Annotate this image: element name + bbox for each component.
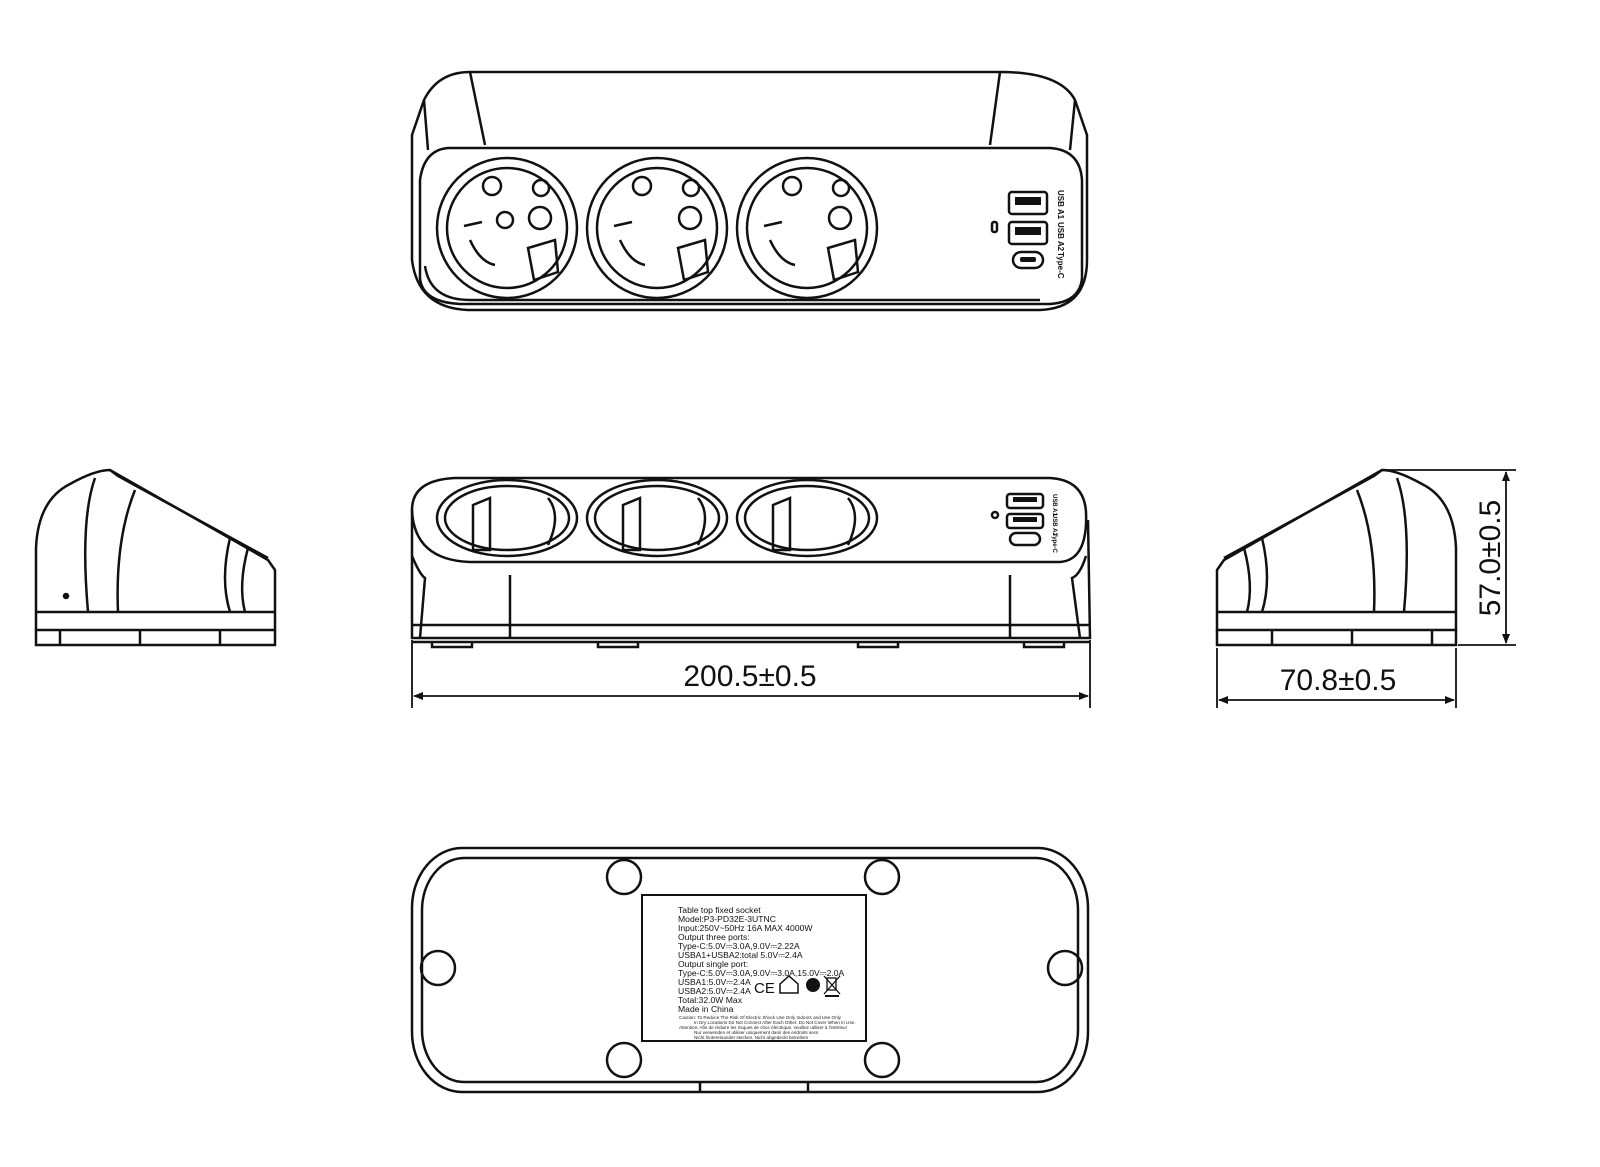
- foot-bottom-right: [863, 1041, 901, 1079]
- socket-3: [735, 156, 879, 300]
- foot-right: [1046, 949, 1084, 987]
- foot-left: [419, 949, 457, 987]
- rating-line: Type-C:5.0V⎓3.0A,9.0V⎓3.0A,15.0V⎓2.0A: [678, 968, 845, 978]
- certification-mark-icon: [806, 978, 820, 992]
- rating-line: Type-C:5.0V⎓3.0A,9.0V⎓2.22A: [678, 941, 800, 951]
- rating-line: USBA1+USBA2:total 5.0V⎓2.4A: [678, 950, 803, 960]
- usb-a2-port: [1007, 220, 1049, 246]
- indicator-led: [990, 220, 999, 234]
- caution-line: Nicht hintereinander stecken. Nicht abge…: [694, 1035, 809, 1040]
- front-port-label-type-c: Type-C: [1051, 533, 1057, 554]
- height-dimension-label: 57.0±0.5: [1474, 500, 1507, 617]
- rating-line: Output three ports:: [678, 932, 750, 942]
- socket-1: [435, 156, 579, 300]
- rating-label-text: Table top fixed socket Model:P3-PD32E-3U…: [678, 905, 856, 1040]
- port-label-usb-a1: USB A1: [1056, 190, 1065, 220]
- rating-line: Input:250V~50Hz 16A MAX 4000W: [678, 923, 813, 933]
- dimension-depth: [1216, 648, 1457, 708]
- foot-top-left: [605, 858, 643, 896]
- front-socket-2: [585, 478, 729, 558]
- caution-line: Nur verwenden et utiliser uniquement dan…: [694, 1030, 819, 1035]
- rating-line: Model:P3-PD32E-3UTNC: [678, 914, 776, 924]
- front-socket-3: [735, 478, 879, 558]
- top-view-port-labels: USB A1 USB A2 Type-C: [1056, 190, 1065, 279]
- rating-line: Table top fixed socket: [678, 905, 761, 915]
- port-label-type-c: Type-C: [1056, 252, 1065, 279]
- rating-line: Output single port:: [678, 959, 748, 969]
- caution-line: Caution: To Reduce The Risk Of Electric …: [679, 1015, 842, 1020]
- front-view-port-labels: USB A1 USB A2 Type-C: [1051, 494, 1057, 554]
- caution-line: In Dry Locations Do Not Connect After Ea…: [694, 1020, 856, 1025]
- socket-2: [585, 156, 729, 300]
- weee-bin-icon: [823, 975, 841, 997]
- top-view: [410, 70, 1089, 312]
- left-side-view: [34, 468, 277, 647]
- foot-top-right: [863, 858, 901, 896]
- length-dimension-label: 200.5±0.5: [683, 660, 816, 693]
- depth-dimension-label: 70.8±0.5: [1280, 664, 1397, 697]
- indoor-use-icon: [779, 974, 799, 994]
- port-label-usb-a2: USB A2: [1056, 222, 1065, 252]
- front-view: [410, 476, 1092, 649]
- front-socket-1: [435, 478, 579, 558]
- rating-line: USBA1:5.0V⎓2.4A: [678, 977, 751, 987]
- bottom-view: [410, 846, 1090, 1094]
- rating-line: Total:32.0W Max: [678, 995, 743, 1005]
- compliance-marks: CE: [754, 974, 841, 997]
- rating-label-box: [641, 894, 867, 1042]
- rating-line: Made in China: [678, 1004, 734, 1014]
- usb-c-port: [1011, 250, 1045, 270]
- ce-mark: CE: [754, 980, 775, 997]
- front-port-label-usb-a2: USB A2: [1051, 514, 1057, 536]
- dimension-height: [1382, 469, 1516, 646]
- usb-a1-port: [1007, 190, 1049, 216]
- dimension-length: [411, 640, 1091, 708]
- right-side-view: [1215, 468, 1458, 647]
- foot-bottom-left: [605, 1041, 643, 1079]
- front-port-label-usb-a1: USB A1: [1051, 494, 1057, 516]
- caution-line: Attention: Afin de réduire les risques d…: [679, 1025, 848, 1030]
- rating-line: USBA2:5.0V⎓2.4A: [678, 986, 751, 996]
